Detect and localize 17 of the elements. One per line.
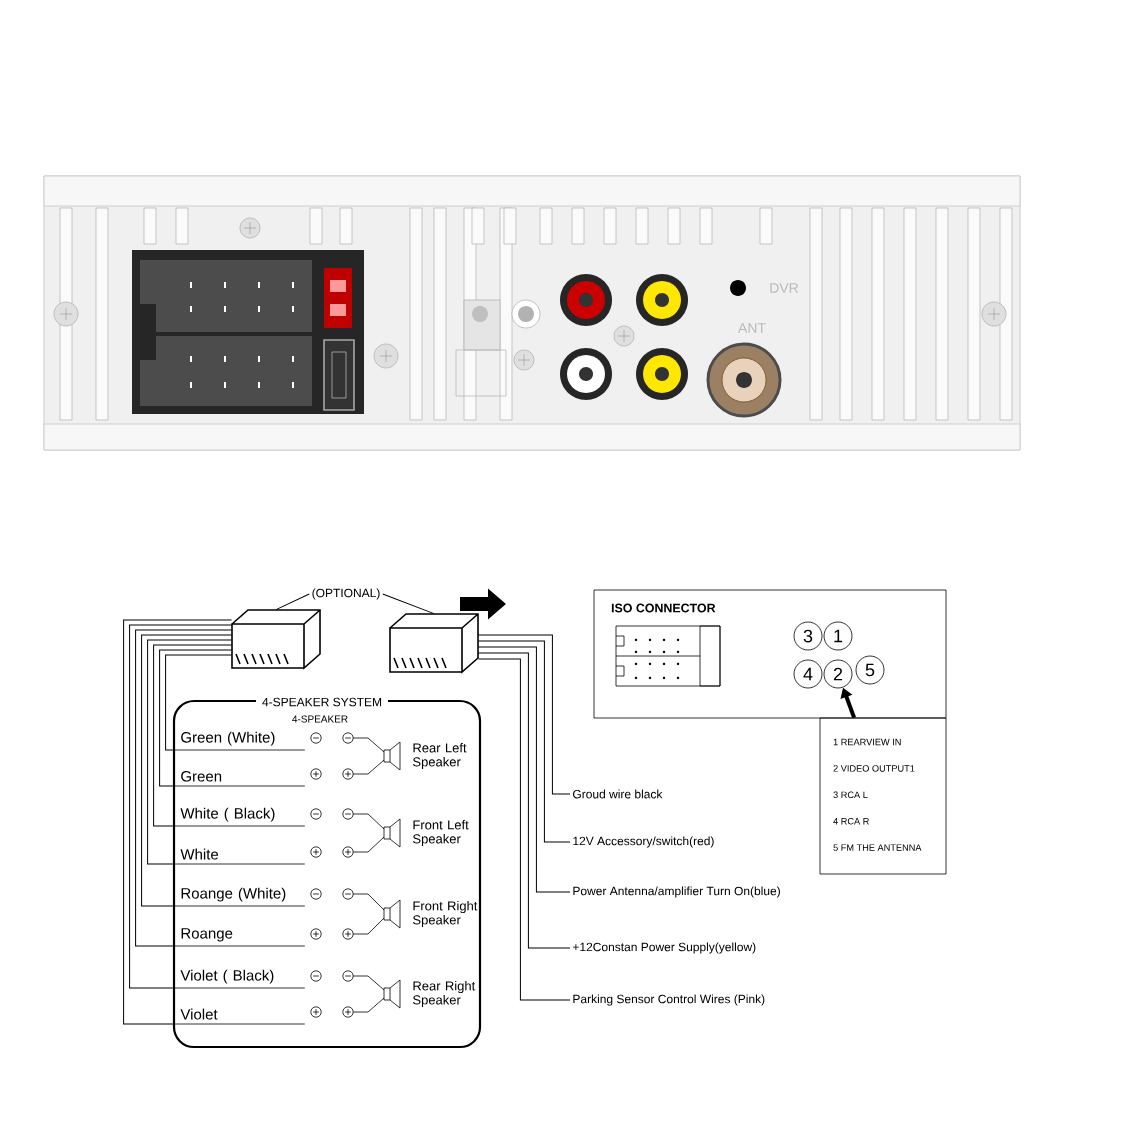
wire — [153, 644, 233, 827]
wire — [135, 629, 233, 947]
wire — [477, 652, 571, 949]
wire — [129, 624, 233, 989]
wire — [147, 639, 233, 865]
wire — [159, 649, 233, 787]
wire — [141, 634, 233, 907]
leader-line — [275, 593, 310, 611]
leader-line — [382, 593, 435, 615]
wire — [165, 654, 233, 751]
connector-plug — [389, 613, 479, 674]
wire — [477, 658, 571, 1001]
wire — [477, 640, 571, 843]
wire — [123, 619, 233, 1025]
connector-plug — [231, 609, 321, 670]
wire — [477, 634, 571, 795]
wire — [477, 646, 571, 893]
